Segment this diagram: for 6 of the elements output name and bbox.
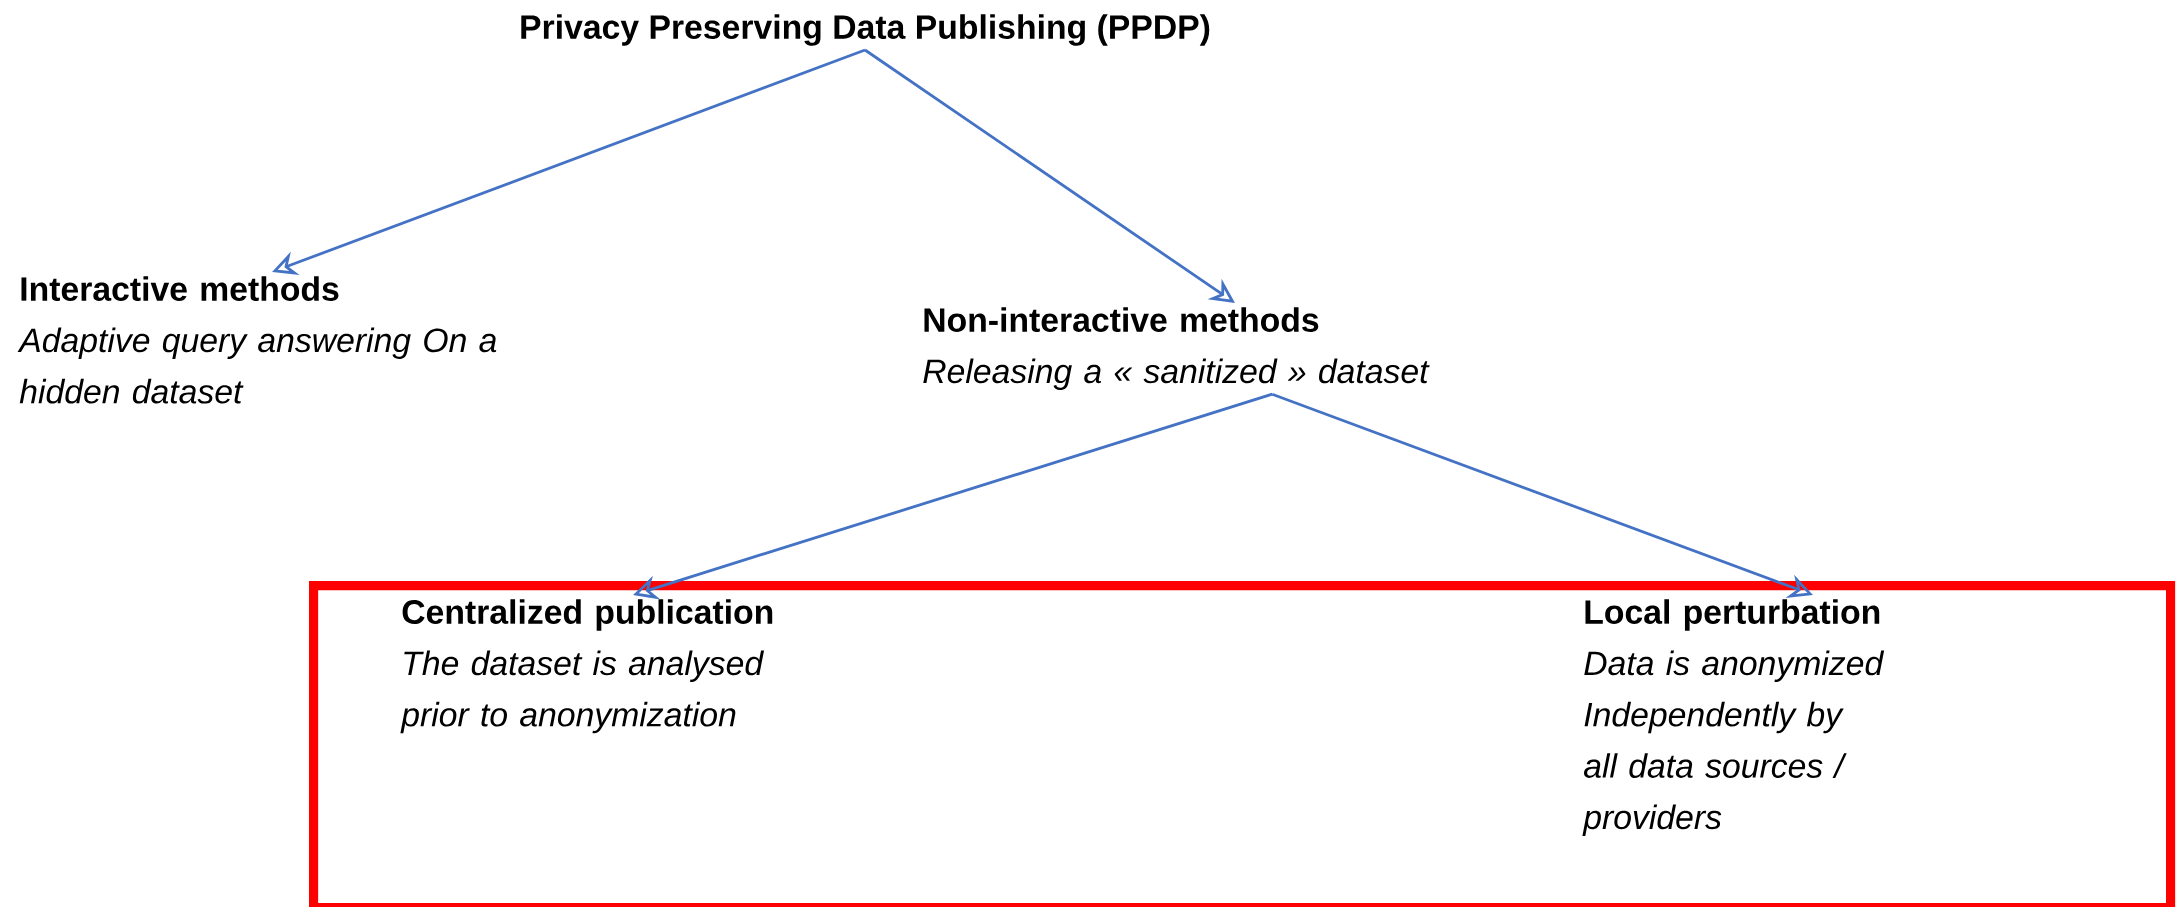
title-text: Privacy Preserving Data Publishing (PPDP)	[521, 14, 1210, 46]
category-label: Local perturbation Data is anonymized Independently by all data sources / providers	[1582, 599, 1885, 836]
highlight-box	[309, 581, 2176, 907]
category-label: Centralized publication The dataset is analysed prior to anonymization	[400, 599, 773, 734]
category-label: Interactive methods Adaptive query answering On a hidden dataset	[17, 276, 497, 404]
category-label: Non-interactive methods Releasing a « sanitized » dataset	[923, 307, 1430, 390]
